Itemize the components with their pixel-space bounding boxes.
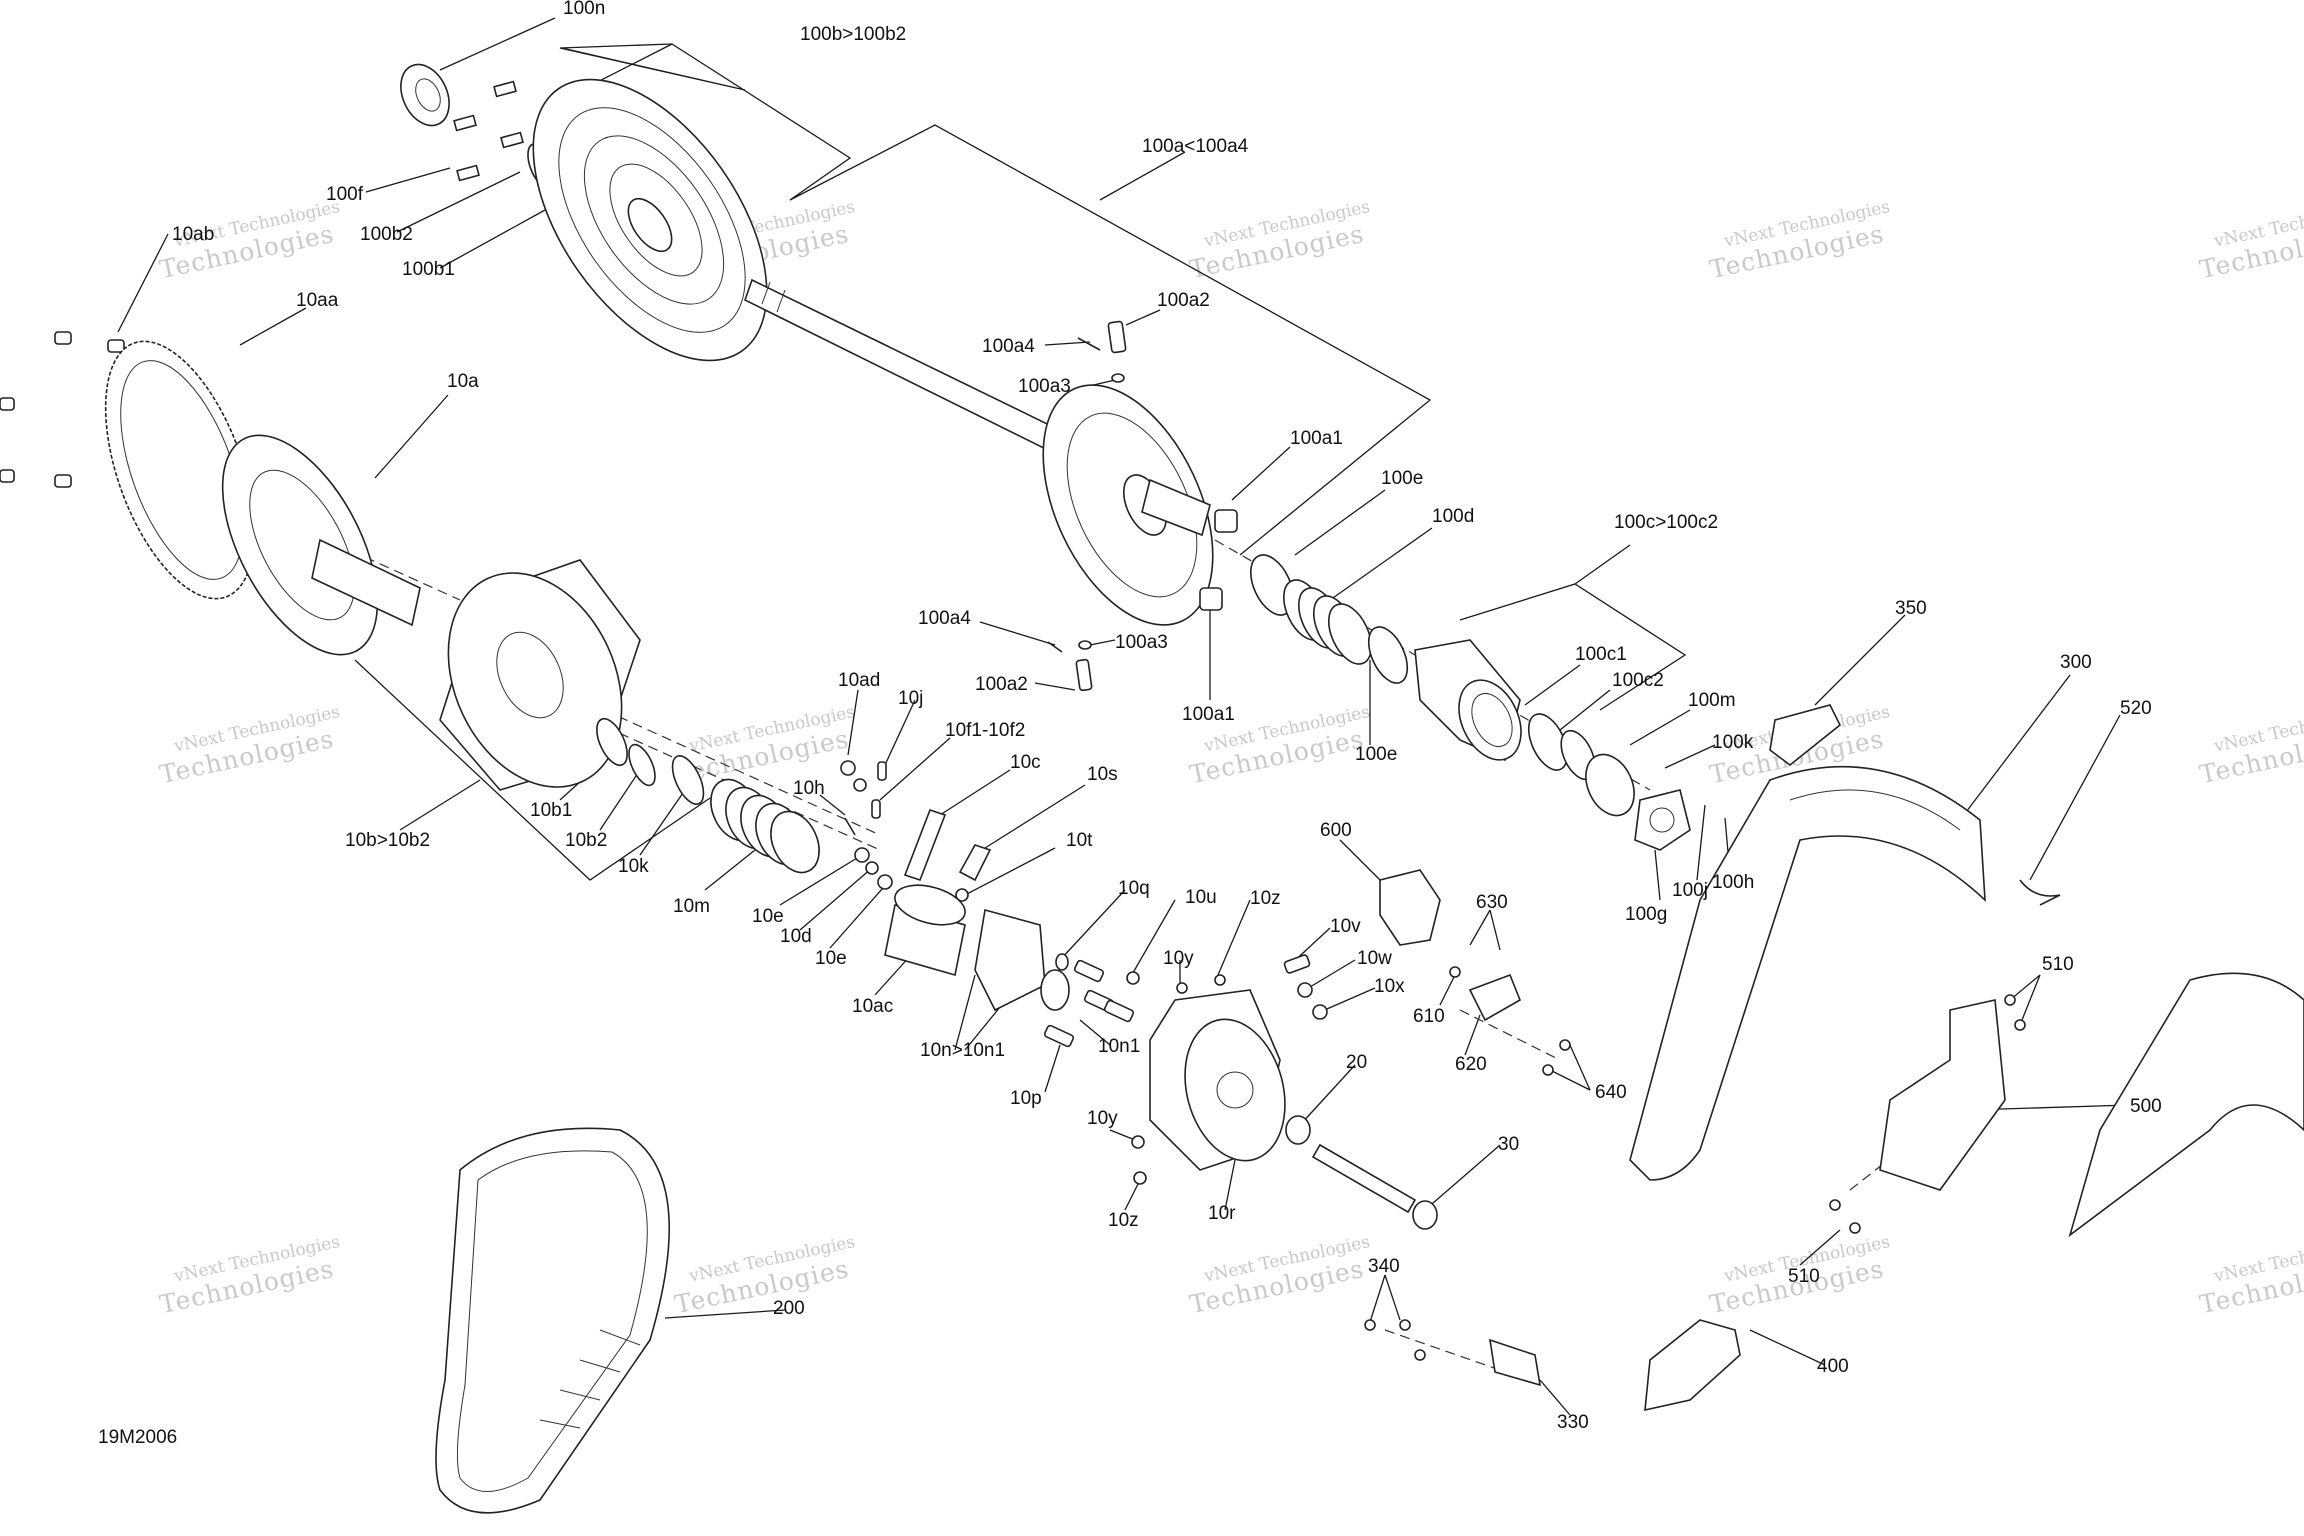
spring-10m xyxy=(710,778,820,874)
part-label: 500 xyxy=(2130,1096,2162,1117)
part-label: 400 xyxy=(1817,1356,1849,1377)
part-label: 10v xyxy=(1330,916,1361,937)
part-label: 10n>10n1 xyxy=(920,1040,1005,1061)
part-label: 100b2 xyxy=(360,224,413,245)
parts xyxy=(0,63,2304,1514)
part-label: 100c1 xyxy=(1575,644,1627,665)
part-label: 10b>10b2 xyxy=(345,830,430,851)
part-label: 10c xyxy=(1010,752,1041,773)
part-label: 340 xyxy=(1368,1256,1400,1277)
part-label: 100c2 xyxy=(1612,670,1664,691)
part-label: 100d xyxy=(1432,506,1474,527)
part-label: 630 xyxy=(1476,892,1508,913)
part-label: 10a xyxy=(447,371,479,392)
part-label: 100m xyxy=(1688,690,1736,711)
part-label: 10d xyxy=(780,926,812,947)
part-label: 610 xyxy=(1413,1006,1445,1027)
part-label: 10p xyxy=(1010,1088,1042,1109)
part-label: 510 xyxy=(2042,954,2074,975)
part-label: 10s xyxy=(1087,764,1118,785)
part-label: 10m xyxy=(673,896,710,917)
part-label: 100g xyxy=(1625,904,1667,925)
part-label: 10z xyxy=(1108,1210,1139,1231)
part-label: 620 xyxy=(1455,1054,1487,1075)
part-label: 640 xyxy=(1595,1082,1627,1103)
part-label: 10e xyxy=(815,948,847,969)
part-label: 20 xyxy=(1346,1052,1367,1073)
part-label: 100a3 xyxy=(1115,632,1168,653)
part-label: 330 xyxy=(1557,1412,1589,1433)
part-label: 10b1 xyxy=(530,800,572,821)
part-label: 10j xyxy=(898,688,923,709)
part-label: 10q xyxy=(1118,878,1150,899)
part-label: 10u xyxy=(1185,887,1217,908)
part-label: 100h xyxy=(1712,872,1754,893)
part-label: 30 xyxy=(1498,1134,1519,1155)
part-label: 100k xyxy=(1712,732,1754,753)
part-label: 10b2 xyxy=(565,830,607,851)
part-label: 100a<100a4 xyxy=(1142,136,1249,157)
part-label: 100a3 xyxy=(1018,376,1071,397)
part-label: 600 xyxy=(1320,820,1352,841)
part-label: 10n1 xyxy=(1098,1036,1140,1057)
part-label: 100n xyxy=(563,0,605,19)
part-label: 100a4 xyxy=(918,608,971,629)
part-label: 100a1 xyxy=(1290,428,1343,449)
part-label: 10z xyxy=(1250,888,1281,909)
part-label: 100e xyxy=(1381,468,1423,489)
part-label: 100b1 xyxy=(402,259,455,280)
part-label: 100a1 xyxy=(1182,704,1235,725)
part-label: 100a2 xyxy=(1157,290,1210,311)
part-labels: 100n 100b>100b2 100a<100a4 10ab 100f 100b2 100… xyxy=(172,0,2162,1433)
part-label: 10r xyxy=(1208,1203,1236,1224)
part-label: 10ad xyxy=(838,670,880,691)
part-label: 100f xyxy=(326,184,364,205)
drawing-code: 19M2006 xyxy=(98,1427,177,1448)
part-label: 350 xyxy=(1895,598,1927,619)
spring-100d xyxy=(1283,579,1372,665)
part-label: 10y xyxy=(1163,948,1194,969)
part-label: 200 xyxy=(773,1298,805,1319)
part-label: 10ac xyxy=(852,996,893,1017)
part-label: 100b>100b2 xyxy=(800,24,906,45)
part-label: 10ab xyxy=(172,224,214,245)
part-label: 10aa xyxy=(296,290,339,311)
part-label: 100a2 xyxy=(975,674,1028,695)
part-label: 10f1-10f2 xyxy=(945,720,1025,741)
part-label: 10e xyxy=(752,906,784,927)
part-label: 300 xyxy=(2060,652,2092,673)
part-label: 510 xyxy=(1788,1266,1820,1287)
part-label: 10h xyxy=(793,778,825,799)
part-label: 10x xyxy=(1374,976,1405,997)
part-label: 10w xyxy=(1357,948,1392,969)
part-label: 100a4 xyxy=(982,336,1035,357)
part-label: 100c>100c2 xyxy=(1614,512,1718,533)
part-label: 100e xyxy=(1355,744,1397,765)
part-label: 100j xyxy=(1672,880,1708,901)
part-label: 520 xyxy=(2120,698,2152,719)
part-label: 10k xyxy=(618,856,649,877)
part-label: 10t xyxy=(1066,830,1093,851)
part-label: 10y xyxy=(1087,1108,1118,1129)
